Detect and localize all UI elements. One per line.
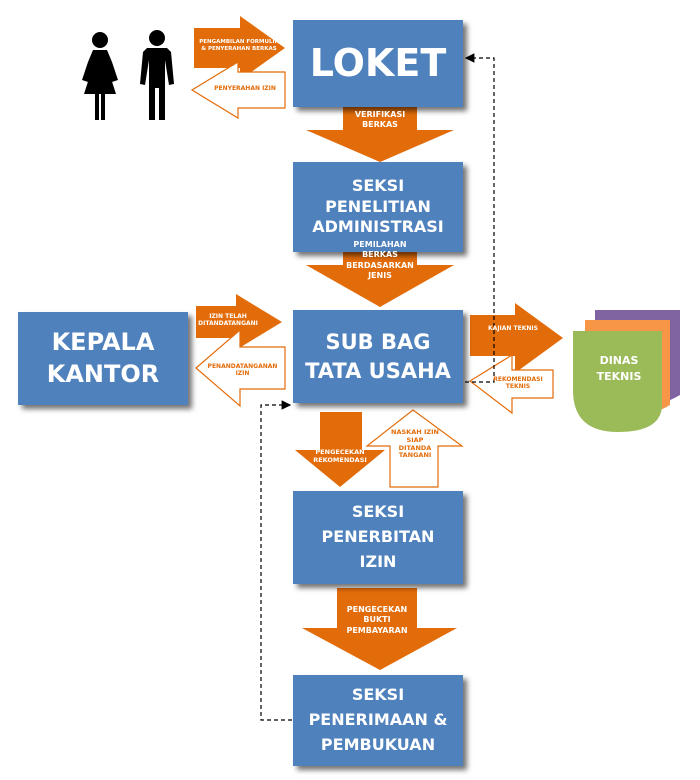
pemilahan-label-2: BERKAS: [362, 250, 398, 260]
penyerahan-arrow-label: PENYERAHAN IZIN: [205, 85, 285, 92]
dashed-line-penerimaan: [260, 400, 292, 721]
dinas-label-1: DINAS: [599, 354, 639, 367]
seksi-penelitian-label-1: SEKSI: [351, 175, 405, 195]
pengambilan-arrow: [194, 16, 285, 80]
pemilahan-label-1: PEMILAHAN: [353, 240, 407, 249]
penandatanganan-label-2: IZIN: [235, 370, 250, 378]
penyerahan-label: PENYERAHAN IZIN: [214, 85, 276, 92]
naskah-label-4: TANGANI: [398, 451, 432, 460]
pemilahan-arrow-label: PEMILAHAN BERKAS BERDASARKAN JENIS: [338, 240, 422, 282]
kepala-kantor-box: KEPALA KANTOR: [18, 312, 188, 405]
loket-label: LOKET: [309, 40, 447, 85]
izin-telah-arrow: [196, 294, 282, 350]
rekomendasi-arrow-label: REKOMENDASI TEKNIS: [482, 376, 554, 390]
pemilahan-label-3: BERDASARKAN: [346, 260, 414, 270]
dinas-label-2: TEKNIS: [596, 369, 642, 383]
dinas-front-shape: [573, 331, 662, 432]
pengecekan-rek-label-2: REKOMENDASI: [313, 455, 367, 464]
seksi-penerbitan-label-3: IZIN: [359, 551, 397, 571]
pengecekan-rekomendasi-arrow: [295, 412, 385, 487]
verifikasi-label-1: VERIFIKASI: [354, 110, 406, 119]
kajian-arrow: [470, 303, 563, 373]
man-icon: [140, 30, 174, 120]
seksi-penerbitan-label-1: SEKSI: [351, 502, 405, 522]
pemilahan-arrow: [306, 236, 454, 307]
izin-telah-arrow-label: IZIN TELAH DITANDATANGANI: [196, 313, 260, 327]
pengecekan-bukti-label-1: PENGECEKAN: [346, 605, 408, 614]
dinas-teknis-label: DINAS TEKNIS: [580, 353, 658, 385]
pengecekan-rekomendasi-arrow-label: PENGECEKAN REKOMENDASI: [300, 448, 380, 465]
seksi-penerbitan-box: SEKSI PENERBITAN IZIN: [293, 491, 463, 584]
naskah-arrow-label: NASKAH IZIN SIAP DITANDA TANGANI: [385, 428, 445, 460]
kajian-arrow-label: KAJIAN TEKNIS: [475, 325, 551, 332]
seksi-penelitian-label-3: ADMINISTRASI: [312, 217, 444, 237]
verifikasi-arrow: [306, 95, 454, 162]
naskah-label-1: NASKAH IZIN: [391, 428, 439, 436]
seksi-penerimaan-label-2: PENERIMAAN &: [308, 710, 448, 730]
seksi-penelitian-box: SEKSI PENELITIAN ADMINISTRASI: [293, 162, 463, 252]
pengambilan-arrow-label: PENGAMBILAN FORMULIR & PENYERAHAN BERKAS: [194, 39, 284, 52]
kajian-label: KAJIAN TEKNIS: [488, 325, 538, 332]
woman-icon: [82, 32, 118, 120]
penandatanganan-arrow: [195, 328, 286, 408]
naskah-arrow: [365, 409, 464, 488]
pengambilan-label-1: PENGAMBILAN FORMULIR: [199, 39, 279, 45]
seksi-penelitian-label-2: PENELITIAN: [325, 196, 431, 216]
izin-telah-label-1: IZIN TELAH: [209, 313, 247, 320]
seksi-penerimaan-label-1: SEKSI: [351, 685, 405, 705]
seksi-penerimaan-label-3: PEMBUKUAN: [320, 734, 436, 754]
izin-telah-label-2: DITANDATANGANI: [198, 320, 258, 328]
pengambilan-label-2: & PENYERAHAN BERKAS: [201, 45, 277, 52]
penandatanganan-label-1: PENANDATANGANAN: [207, 363, 278, 370]
pengecekan-rek-label-1: PENGECEKAN: [315, 448, 365, 456]
penandatanganan-arrow-label: PENANDATANGANAN IZIN: [200, 363, 285, 377]
rekomendasi-arrow: [468, 353, 554, 415]
penyerahan-arrow: [190, 60, 286, 120]
seksi-penerimaan-box: SEKSI PENERIMAAN & PEMBUKUAN: [293, 675, 463, 766]
naskah-label-3: DITANDA: [398, 443, 432, 452]
kepala-label-2: KANTOR: [46, 359, 160, 388]
seksi-penerbitan-label-2: PENERBITAN: [321, 527, 435, 547]
rekomendasi-label-2: TEKNIS: [505, 383, 531, 391]
pengecekan-bukti-label-3: PEMBAYARAN: [346, 625, 408, 635]
verifikasi-arrow-label: VERIFIKASI BERKAS: [343, 110, 417, 131]
loket-box: LOKET: [293, 20, 463, 107]
sub-bag-label-2: TATA USAHA: [305, 358, 451, 383]
naskah-label-2: SIAP: [406, 435, 424, 444]
rekomendasi-label-1: REKOMENDASI: [493, 376, 543, 383]
sub-bag-label-1: SUB BAG: [325, 330, 431, 355]
dashed-line-loket: [464, 53, 495, 383]
verifikasi-label-2: BERKAS: [362, 120, 398, 130]
pengecekan-bukti-label-2: BUKTI: [363, 615, 391, 625]
pengecekan-bukti-arrow: [302, 588, 457, 670]
dinas-teknis-shape: [573, 310, 680, 432]
kepala-label-1: KEPALA: [51, 328, 155, 357]
pemilahan-label-4: JENIS: [368, 271, 392, 281]
sub-bag-box: SUB BAG TATA USAHA: [293, 310, 463, 403]
pengecekan-bukti-arrow-label: PENGECEKAN BUKTI PEMBAYARAN: [337, 605, 417, 636]
